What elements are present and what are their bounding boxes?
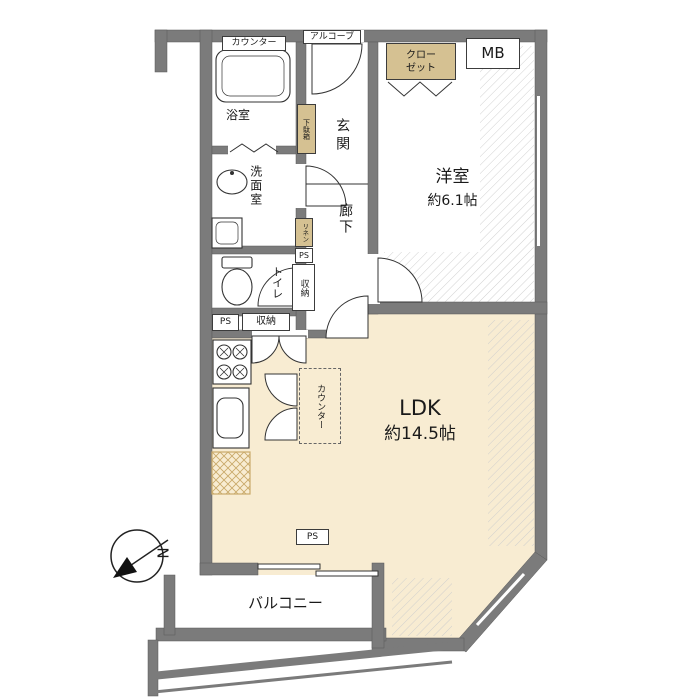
balcony-edge-lines: [151, 642, 453, 694]
entrance-room-label: 玄関: [334, 118, 351, 154]
window-diagonal: [475, 572, 526, 627]
wall-right: [534, 29, 548, 561]
washbasin-icon: [216, 169, 248, 195]
western-room-size: 約6.1帖: [427, 192, 478, 209]
kitchen-storage-door-right-arc: [278, 335, 307, 364]
stove-icon: [212, 339, 252, 385]
kitchen-storage-label: 収納: [242, 313, 290, 331]
window-right-wall: [537, 96, 540, 246]
wall-kitchen-top-left: [211, 329, 255, 339]
wall-top-left-stub: [154, 29, 168, 73]
refrigerator-space-icon: [211, 451, 251, 495]
western-room-door-arc: [377, 257, 423, 303]
wall-diagonal: [453, 551, 548, 653]
fixtures: [211, 49, 291, 495]
wall-corridor-bottom: [305, 329, 329, 339]
western-room-label: 洋室 約6.1帖: [385, 167, 520, 209]
wall-balcony-right: [371, 562, 385, 649]
wall-bottom-balcony: [155, 627, 387, 642]
pipe-space-label-left: PS: [212, 314, 239, 331]
bathtub-icon: [215, 49, 291, 103]
bath-folding-door: [229, 143, 279, 153]
toilet-room-label: トイレ: [270, 265, 284, 299]
balcony-sliding-door-panel: [315, 570, 379, 577]
north-compass-icon: [110, 529, 169, 583]
wall-balcony-top: [199, 562, 259, 576]
ldk-room-name: LDK: [399, 396, 441, 420]
bath-counter-label: カウンター: [222, 36, 286, 51]
shoe-cabinet-label: 下駄箱: [297, 104, 316, 154]
wall-balcony-left: [163, 574, 176, 636]
closet-folding-door: [387, 81, 453, 97]
meter-box-label: MB: [466, 38, 520, 69]
doors: [229, 43, 526, 627]
pipe-space-label-mid: PS: [295, 248, 313, 263]
bath-room-label: 浴室: [225, 108, 250, 122]
western-room-name: 洋室: [435, 167, 470, 187]
entrance-door-arc: [311, 43, 363, 95]
counter-door-top-arc: [264, 373, 298, 407]
linen-cabinet-label: リネン: [295, 218, 313, 247]
balcony-sliding-door-panel: [257, 563, 321, 570]
ldk-room-label: LDK 約14.5帖: [355, 396, 485, 445]
ldk-door-arc: [325, 295, 369, 339]
washroom-door-arc: [305, 165, 347, 207]
washer-pan-icon: [211, 217, 243, 249]
wall-western-bottom: [367, 301, 548, 315]
closet-label: クローゼット: [406, 49, 436, 74]
north-letter: N: [153, 547, 172, 559]
balcony-room-label: バルコニー: [248, 594, 323, 612]
alcove-label: アルコーブ: [303, 30, 361, 44]
washroom-room-label: 洗面室: [248, 165, 263, 207]
pipe-space-label-bottom: PS: [296, 529, 329, 545]
counter-door-bottom-arc: [264, 407, 298, 441]
wall-balcony-stub: [147, 639, 159, 697]
ldk-room-size: 約14.5帖: [384, 424, 456, 445]
ldk-counter-label: カウンター: [299, 368, 341, 444]
toilet-icon: [221, 256, 253, 306]
corridor-room-label: 廊下: [337, 203, 354, 235]
hall-storage-label: 収納: [292, 264, 315, 311]
closet-box: クローゼット: [386, 43, 456, 80]
kitchen-sink-icon: [212, 387, 250, 449]
